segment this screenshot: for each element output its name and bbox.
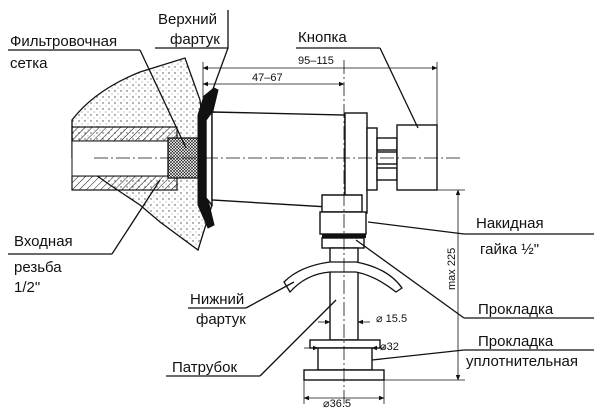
label-inlet-thread-1: Входная (14, 233, 73, 250)
label-union-nut-2: гайка ½" (480, 241, 539, 258)
dim-d32: ⌀32 (304, 341, 399, 353)
lower-apron (283, 261, 403, 294)
label-filter-mesh-2: сетка (10, 55, 48, 72)
valve-body (205, 109, 378, 214)
dim-d-base: ⌀36.5 (323, 398, 351, 410)
label-seal-gasket-1: Прокладка (478, 333, 554, 350)
label-button: Кнопка (298, 29, 347, 46)
label-inlet-thread-2: резьба (14, 259, 62, 276)
button-housing (376, 124, 438, 191)
label-gasket: Прокладка (478, 301, 554, 318)
dim-d-seal: ⌀32 (380, 341, 399, 353)
union-nut (319, 211, 367, 238)
dim-d365: ⌀36.5 (303, 380, 385, 410)
leader-lines (8, 10, 594, 377)
label-union-nut-1: Накидная (476, 215, 544, 232)
dim-d15: ⌀ 15.5 (318, 313, 407, 325)
label-nozzle: Патрубок (172, 359, 237, 376)
dim-length-outer: 95–115 (298, 55, 334, 67)
label-upper-apron-2: фартук (170, 31, 220, 48)
label-lower-apron-2: фартук (196, 311, 246, 328)
label-seal-gasket-2: уплотнительная (466, 353, 578, 370)
dim-47-67: 47–67 (202, 72, 345, 87)
callout-labels: Верхний фартук Фильтровочная сетка Кнопк… (10, 11, 578, 376)
dim-d-pipe: ⌀ 15.5 (376, 313, 407, 325)
label-lower-apron-1: Нижний (190, 291, 244, 308)
dim-95-115: 95–115 (202, 55, 438, 125)
dim-height-max: max 225 (446, 248, 458, 290)
label-upper-apron-1: Верхний (158, 11, 217, 28)
label-filter-mesh-1: Фильтровочная (10, 33, 117, 50)
label-inlet-thread-3: 1/2" (14, 279, 40, 296)
inlet-pipe (71, 126, 178, 191)
outlet-pipe (321, 237, 365, 341)
dim-height: max 225 (384, 189, 465, 381)
dim-length-inner: 47–67 (252, 72, 283, 84)
